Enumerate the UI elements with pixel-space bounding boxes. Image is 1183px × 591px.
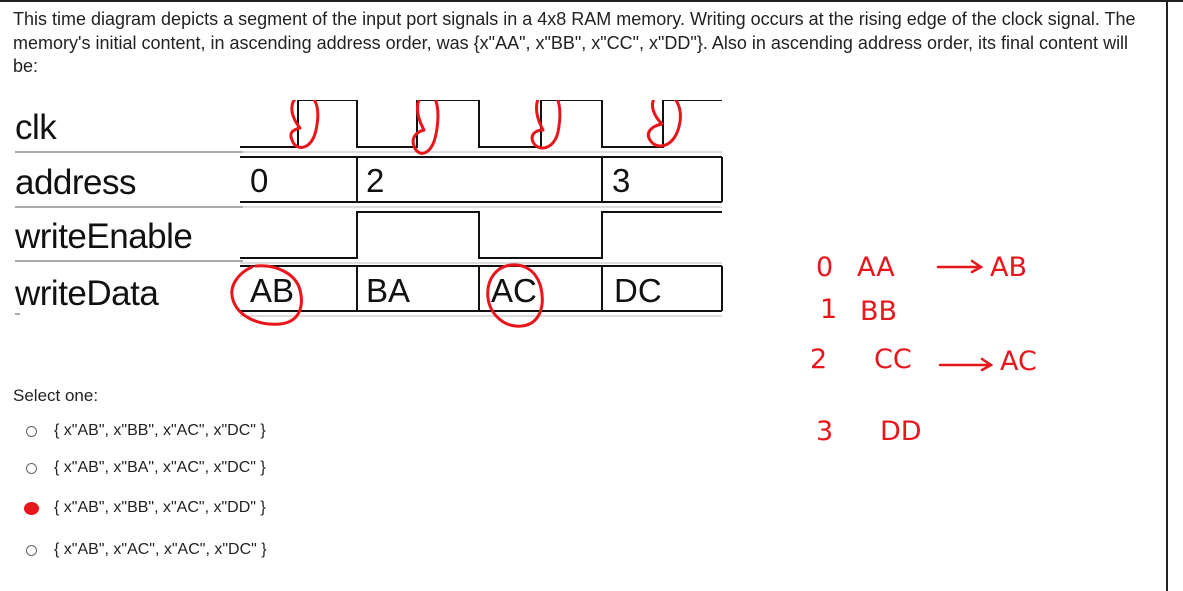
annotation-circle [530,100,562,150]
window-right-border [1166,0,1168,591]
address-value: 0 [250,162,269,199]
note-index: 2 [810,344,827,375]
annotation-circle [486,263,544,328]
window-top-border [0,0,1183,2]
answer-option-label: { x"AB", x"BB", x"AC", x"DC" } [54,422,266,439]
note-value: CC [874,344,912,375]
waveforms [230,100,723,328]
note-index: 0 [816,252,833,283]
note-new-value: AB [990,252,1027,283]
select-one-label: Select one: [13,386,99,405]
answer-option-label: { x"AB", x"BA", x"AC", x"DC" } [54,459,266,476]
signal-underline [15,151,243,153]
signal-label-writedata: writeData [15,274,159,313]
writedata-value: DC [614,272,662,309]
answer-option-label: { x"AB", x"AC", x"AC", x"DC" } [54,541,267,558]
writedata-value: BA [366,272,411,309]
annotation-circle [289,100,320,149]
radio-button-selected[interactable] [24,501,39,515]
note-index: 1 [820,294,837,325]
note-new-value: AC [1000,346,1037,377]
note-index: 3 [816,416,833,447]
radio-button[interactable] [26,544,37,556]
radio-button[interactable] [26,425,37,437]
answer-option-4[interactable]: { x"AB", x"AC", x"AC", x"DC" } [26,538,267,562]
answer-option-1[interactable]: { x"AB", x"BB", x"AC", x"DC" } [26,419,266,443]
note-value: DD [880,416,922,447]
address-value: 3 [612,162,631,199]
radio-button[interactable] [26,462,37,474]
writedata-value: AB [250,272,295,309]
annotation-circle [230,264,303,326]
note-value: AA [857,252,895,283]
arrow-icon [936,259,994,372]
signal-label-clk: clk [15,108,57,147]
question-text: This time diagram depicts a segment of t… [13,9,1136,76]
writeenable-waveform [240,211,722,259]
answer-option-3[interactable]: { x"AB", x"BB", x"AC", x"DD" } [24,496,266,520]
signal-underline [15,313,20,315]
answer-option-2[interactable]: { x"AB", x"BA", x"AC", x"DC" } [26,456,266,480]
annotation-circle [646,100,682,148]
signal-label-address: address [15,163,137,202]
answer-option-label: { x"AB", x"BB", x"AC", x"DD" } [54,499,266,516]
timing-diagram: clk address writeEnable writeData [0,100,740,330]
signal-underline [15,206,243,208]
clk-waveform [240,100,722,148]
note-value: BB [860,296,897,327]
writedata-value: AC [491,272,537,309]
address-value: 2 [366,162,385,199]
annotation-circle [411,100,440,155]
signal-label-writeenable: writeEnable [15,217,193,256]
signal-underline [15,260,243,262]
handwritten-notes: 0 AA AB 1 BB 2 CC AC 3 DD [810,252,1037,447]
